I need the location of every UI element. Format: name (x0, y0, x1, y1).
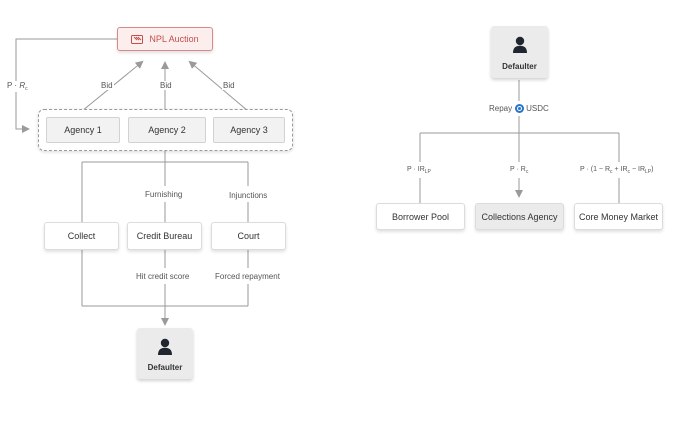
formula-borrower-pool: P · IRLP (407, 166, 431, 175)
defaulter-node-left: Defaulter (137, 328, 193, 379)
usdc-token: USDC (526, 104, 549, 113)
bid-label-2: Bid (159, 81, 173, 90)
npl-auction-node: NPL Auction (117, 27, 213, 51)
usdc-icon (515, 104, 525, 113)
borrower-pool-node: Borrower Pool (376, 203, 465, 230)
agency-2: Agency 2 (128, 117, 206, 143)
injunctions-label: Injunctions (229, 191, 268, 200)
defaulter-label: Defaulter (147, 363, 183, 372)
repay-label: Repay USDC (488, 104, 550, 113)
formula-core-money-market: P · (1 − Rc + IRc − IRLP) (580, 166, 654, 175)
repay-text: Repay (489, 104, 513, 113)
defaulter-label: Defaulter (502, 62, 537, 71)
forced-repayment-label: Forced repayment (215, 272, 280, 281)
defaulter-node-right: Defaulter (491, 26, 548, 78)
hit-credit-score-label: Hit credit score (136, 272, 190, 281)
gavel-icon (131, 34, 144, 44)
bid-label-1: Bid (100, 81, 114, 90)
loop-formula: P · Rc (6, 81, 29, 92)
court-node: Court (211, 222, 286, 250)
agency-1: Agency 1 (46, 117, 120, 143)
person-icon (512, 36, 528, 58)
core-money-market-node: Core Money Market (574, 203, 663, 230)
npl-auction-label: NPL Auction (149, 34, 199, 44)
agency-3: Agency 3 (213, 117, 285, 143)
credit-bureau-node: Credit Bureau (127, 222, 202, 250)
bid-label-3: Bid (222, 81, 236, 90)
furnishing-label: Furnishing (145, 190, 183, 199)
formula-collections-agency: P · Rc (510, 166, 529, 175)
collect-node: Collect (44, 222, 119, 250)
collections-agency-node: Collections Agency (475, 203, 564, 230)
bid-arrow-3 (188, 60, 249, 112)
person-icon (157, 338, 173, 360)
agency-group: Agency 1 Agency 2 Agency 3 (38, 109, 293, 151)
